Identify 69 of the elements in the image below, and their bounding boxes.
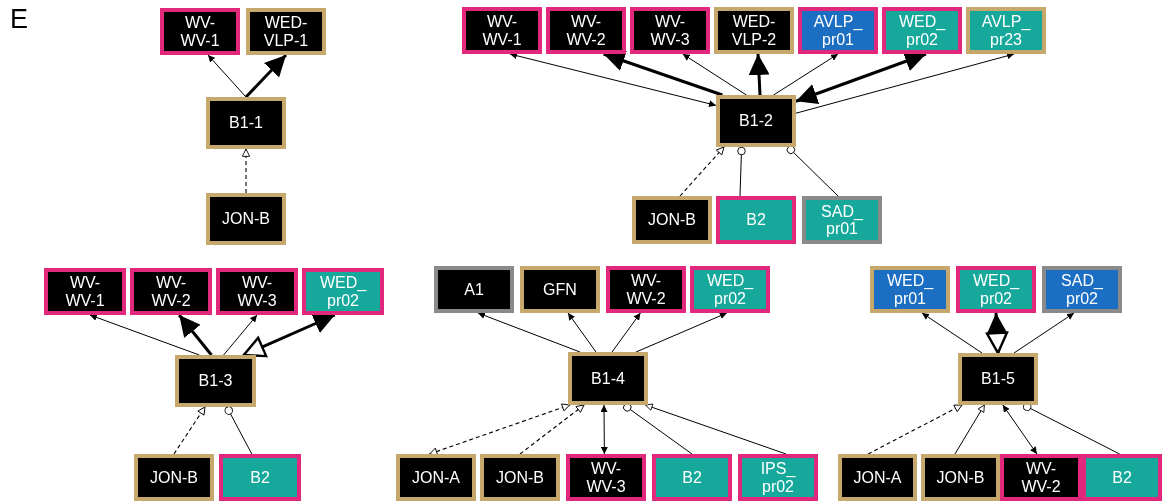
neuron-box: JON-B: [921, 454, 1000, 501]
neuron-box: WV- WV-1: [160, 8, 240, 55]
neuron-box: AVLP_ pr01: [798, 7, 878, 54]
neuron-box: WV- WV-2: [130, 268, 212, 315]
neuron-box: WV- WV-3: [216, 268, 298, 315]
neuron-box: WED_ pr02: [956, 266, 1036, 313]
neuron-box: GFN: [520, 266, 600, 313]
arrow: [89, 314, 200, 356]
arrow: [1013, 312, 1075, 354]
arrow: [921, 312, 983, 354]
neuron-box: WV- WV-1: [44, 268, 126, 315]
panel-letter: E: [10, 4, 28, 35]
neuron-box: IPS_ pr02: [738, 454, 818, 501]
neuron-box: B1-4: [568, 352, 648, 405]
neuron-box: JON-A: [838, 454, 917, 501]
neuron-box: WV- WV-2: [606, 266, 686, 313]
neuron-box: SAD_ pr02: [1042, 266, 1122, 313]
arrow: [477, 312, 581, 353]
arrow: [611, 312, 641, 353]
arrow: [429, 403, 571, 456]
neuron-box: B1-2: [716, 95, 796, 147]
neuron-box: JON-B: [134, 454, 214, 501]
arrow: [645, 403, 787, 455]
arrow: [178, 314, 213, 356]
arrow: [509, 52, 717, 108]
arrow: [748, 53, 770, 96]
arrow: [985, 312, 1009, 355]
arrow: [679, 146, 725, 197]
arrow: [795, 52, 1015, 114]
arrow: [244, 53, 288, 99]
neuron-box: WED_ pr02: [882, 7, 962, 54]
neuron-box: B1-5: [958, 353, 1038, 405]
arrow: [773, 53, 839, 96]
neuron-box: B2: [1082, 454, 1162, 501]
neuron-box: A1: [434, 266, 514, 313]
arrow: [223, 314, 258, 356]
neuron-box: WV- WV-3: [566, 454, 646, 501]
neuron-box: WED_ pr02: [302, 268, 384, 315]
arrow: [207, 54, 247, 98]
arrow: [635, 312, 728, 353]
neuron-box: JON-B: [206, 193, 286, 245]
neuron-box: WV- WV-1: [462, 7, 542, 54]
neuron-box: B2: [716, 196, 796, 244]
arrow: [600, 404, 608, 455]
neuron-box: JON-B: [480, 454, 560, 501]
arrow: [173, 406, 206, 455]
neuron-box: WED_ pr02: [690, 266, 770, 313]
neuron-box: WV- WV-3: [630, 7, 710, 54]
arrow: [567, 312, 597, 353]
arrow: [682, 53, 747, 96]
neuron-box: WED- VLP-2: [714, 7, 794, 54]
neuron-box: B2: [652, 454, 732, 501]
neuron-box: JON-B: [632, 196, 712, 244]
neuron-box: JON-A: [396, 454, 476, 501]
neuron-box: B1-3: [175, 355, 256, 407]
neuron-box: B1-1: [206, 97, 286, 149]
neuron-box: WED- VLP-1: [246, 8, 326, 55]
arrow: [242, 313, 336, 358]
neuron-box: B2: [219, 454, 301, 501]
neuron-box: WED_ pr01: [870, 266, 950, 313]
arrow: [1002, 404, 1038, 455]
neuron-box: SAD_ pr01: [802, 196, 882, 244]
arrow: [241, 148, 251, 194]
neuron-box: AVLP_ pr23: [966, 7, 1046, 54]
arrow: [867, 404, 963, 455]
neuron-box: WV- WV-2: [1000, 454, 1082, 501]
neuron-box: WV- WV-2: [546, 7, 626, 54]
arrow: [954, 404, 985, 455]
arrow: [519, 404, 585, 455]
